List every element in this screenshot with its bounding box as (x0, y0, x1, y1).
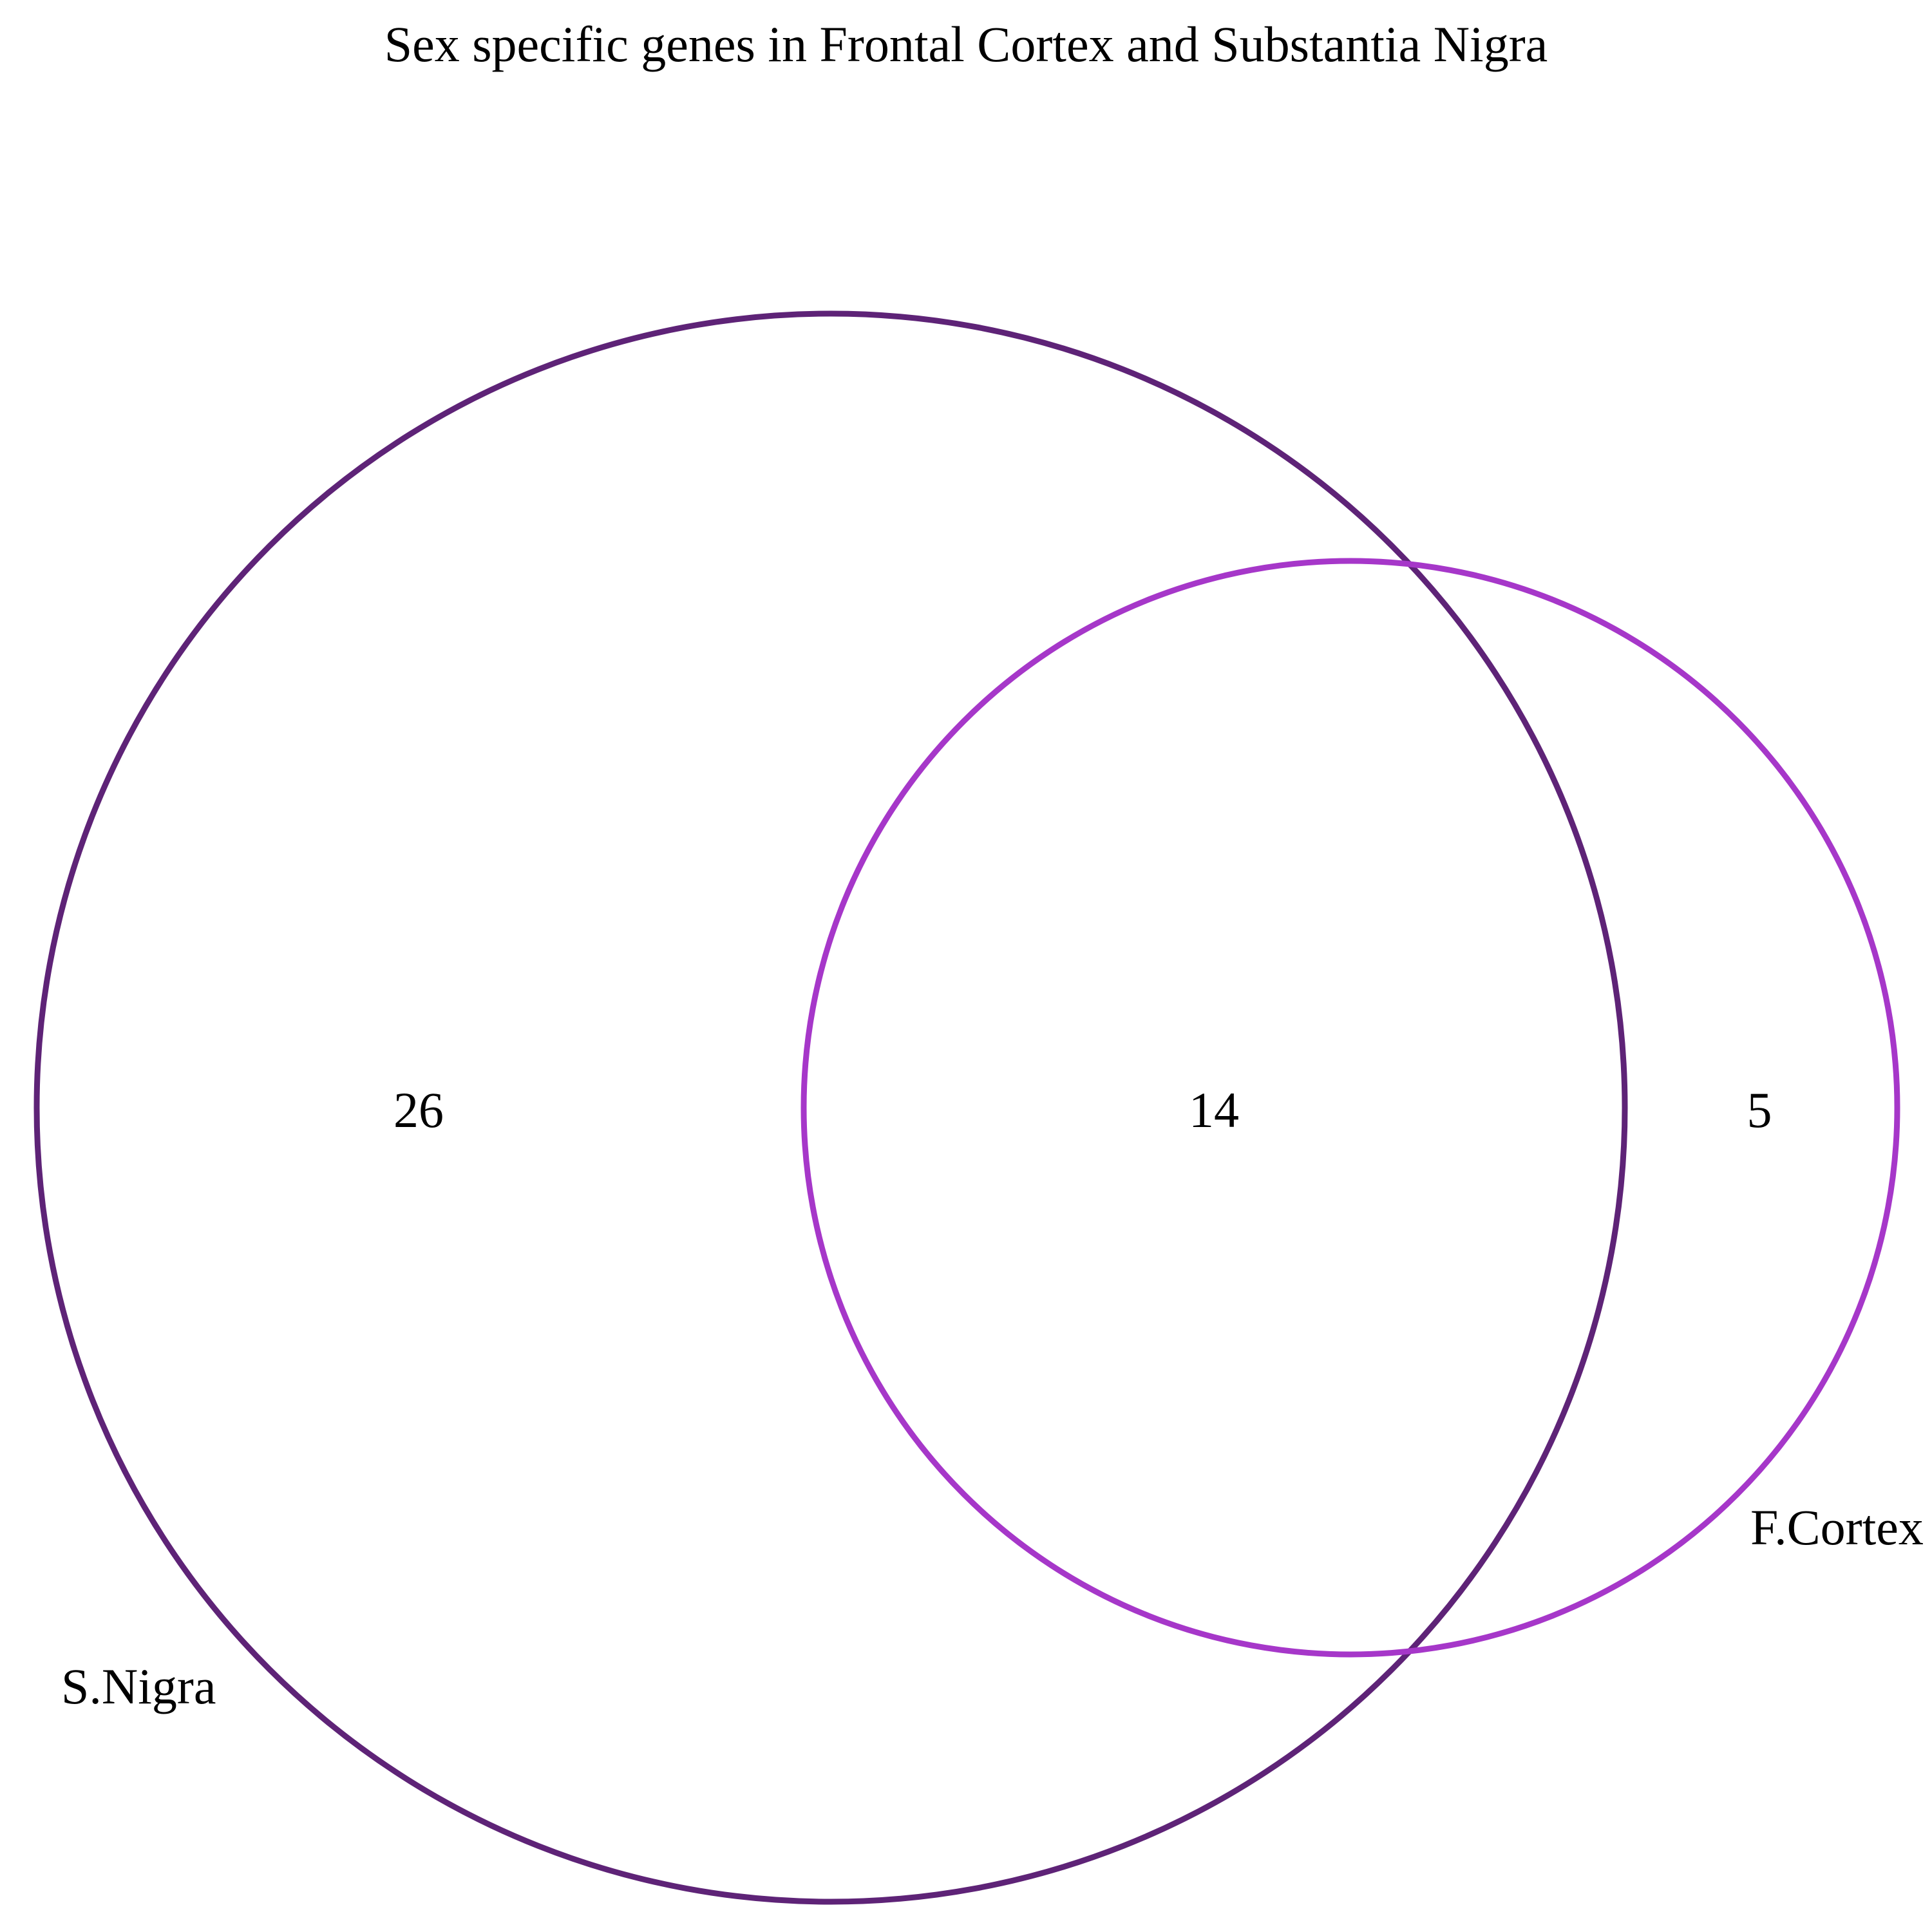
s-nigra-label: S.Nigra (61, 1658, 216, 1714)
f-cortex-circle (800, 558, 1900, 1658)
intersection-count: 14 (1189, 1082, 1239, 1138)
diagram-title: Sex specific genes in Frontal Cortex and… (384, 16, 1548, 72)
f-cortex-label: F.Cortex (1750, 1499, 1924, 1555)
s-nigra-only-count: 26 (393, 1082, 444, 1138)
f-cortex-only-count: 5 (1747, 1082, 1772, 1138)
s-nigra-circle (33, 310, 1628, 1905)
